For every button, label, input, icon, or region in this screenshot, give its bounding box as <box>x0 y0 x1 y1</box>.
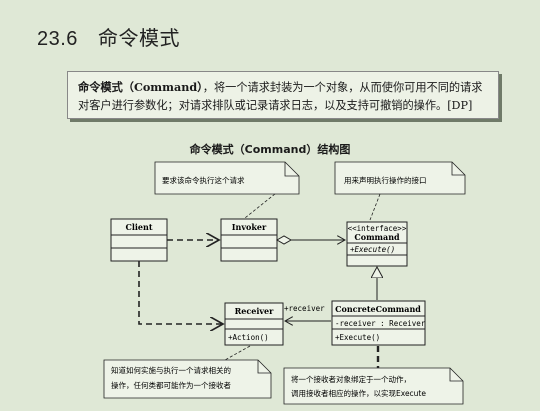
class-receiver-method: +Action() <box>228 333 269 342</box>
note-receiver-line1: 知道如何实施与执行一个请求相关的 <box>111 365 231 375</box>
association-label: +receiver <box>284 304 325 313</box>
diagram-title: 命令模式（Command）结构图 <box>189 143 351 156</box>
class-command-name: Command <box>354 232 400 242</box>
note-concrete-line2: 调用接收者相应的操作，以实现Execute <box>291 388 426 398</box>
definition-term: 命令模式（Command） <box>78 80 203 94</box>
note-command: 用来声明执行操作的接口 <box>334 161 466 195</box>
class-invoker: Invoker <box>220 218 278 262</box>
class-concrete-field: -receiver : Receiver <box>335 319 426 328</box>
class-client-name: Client <box>125 222 152 232</box>
aggregation-diamond <box>275 235 293 245</box>
class-command-stereotype: <<interface>> <box>348 224 407 233</box>
note-receiver-link <box>224 345 251 361</box>
definition-paragraph: 命令模式（Command），将一个请求封装为一个对象，从而使你可用不同的请求对客… <box>78 78 488 115</box>
note-receiver: 知道如何实施与执行一个请求相关的 操作，任何类都可能作为一个接收者 <box>103 359 272 399</box>
section-title: 命令模式 <box>98 28 180 50</box>
note-command-text: 用来声明执行操作的接口 <box>344 175 427 185</box>
definition-box: 命令模式（Command），将一个请求封装为一个对象，从而使你可用不同的请求对客… <box>67 71 499 119</box>
class-client: Client <box>110 218 168 262</box>
section-number: 23.6 <box>37 28 78 50</box>
note-receiver-line2: 操作，任何类都可能作为一个接收者 <box>111 380 231 390</box>
note-concrete-line1: 将一个接收者对象绑定于一个动作， <box>291 374 411 384</box>
class-concrete-method: +Execute() <box>335 333 380 342</box>
note-invoker-text: 要求该命令执行这个请求 <box>162 175 245 185</box>
class-receiver-name: Receiver <box>235 306 274 316</box>
class-command: <<interface>> Command +Execute() <box>346 221 408 267</box>
class-concrete-command: ConcreteCommand -receiver : Receiver +Ex… <box>331 300 426 346</box>
class-receiver: Receiver +Action() <box>224 302 284 346</box>
class-invoker-name: Invoker <box>232 222 267 232</box>
class-concrete-name: ConcreteCommand <box>335 304 421 314</box>
definition-text: ，将一个请求封装为一个对象，从而使你可用不同的请求对客户进行参数化；对请求排队或… <box>78 81 483 112</box>
class-command-method: +Execute() <box>350 245 395 254</box>
note-invoker-link <box>244 193 276 219</box>
note-invoker: 要求该命令执行这个请求 <box>154 161 300 195</box>
client-to-receiver-dependency <box>138 261 223 324</box>
section-heading: 23.6 命令模式 <box>37 22 180 51</box>
note-concrete-command: 将一个接收者对象绑定于一个动作， 调用接收者相应的操作，以实现Execute <box>283 367 464 405</box>
note-command-link <box>369 193 381 221</box>
